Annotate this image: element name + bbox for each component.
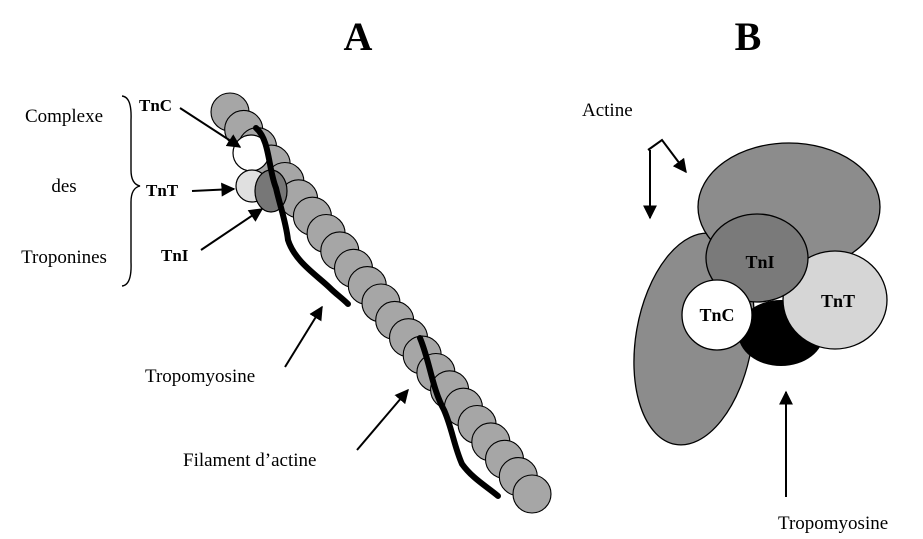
complex-label-line2: des xyxy=(51,176,76,197)
tnt-label-a: TnT xyxy=(146,181,179,200)
panel-b-letter: B xyxy=(735,14,762,59)
complex-label-line3: Troponines xyxy=(21,247,107,268)
tropomyosin-label-a: Tropomyosine xyxy=(145,366,255,387)
tni-label-b: TnI xyxy=(745,252,774,272)
tnc-label-b: TnC xyxy=(699,305,734,325)
actin-arrow-to-upper xyxy=(648,140,686,172)
actin-label-b: Actine xyxy=(582,100,633,121)
actin-filament-label: Filament d’actine xyxy=(183,450,316,471)
panel-a: Complexe des Troponines TnC TnT TnI Trop… xyxy=(21,93,551,513)
tni-label-a: TnI xyxy=(161,246,189,265)
complex-brace xyxy=(122,96,140,286)
tnc-label-a: TnC xyxy=(139,96,172,115)
tropomyosin-label-b: Tropomyosine xyxy=(778,513,888,534)
tnt-label-b: TnT xyxy=(821,291,855,311)
tni-arrow-a xyxy=(201,209,262,250)
actin-bead xyxy=(513,475,551,513)
tropomyosin-arrow-a xyxy=(285,307,322,367)
panel-a-letter: A xyxy=(344,14,373,59)
panel-b: TnI TnC TnT Actine Tropomyosine xyxy=(582,100,888,534)
actin-filament-arrow xyxy=(357,390,408,450)
complex-label-line1: Complexe xyxy=(25,106,103,127)
tnt-arrow-a xyxy=(192,189,234,191)
